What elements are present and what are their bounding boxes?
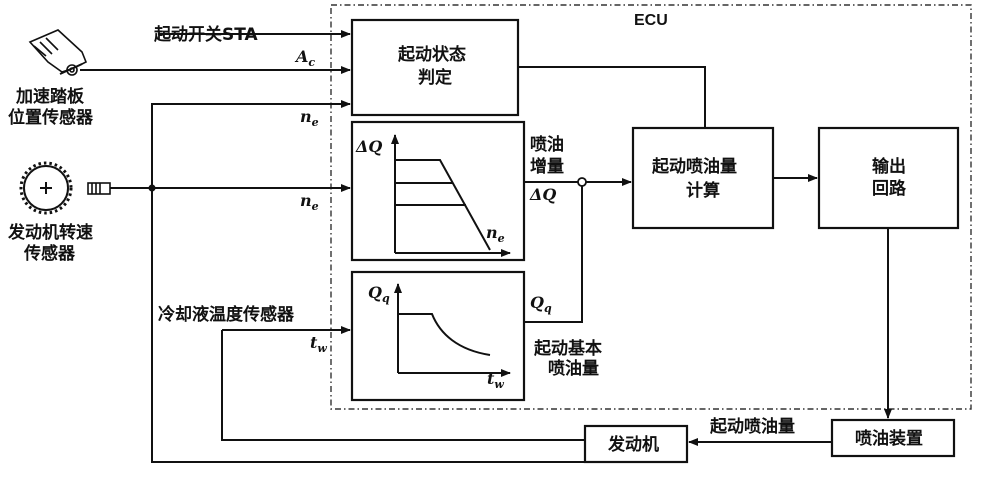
accelerator-pedal-icon <box>28 29 88 76</box>
increment-x-label: ne <box>486 223 505 245</box>
output-circuit-block <box>817 126 960 230</box>
ecu-label: ECU <box>634 12 668 29</box>
speed-feedback-line <box>151 188 585 463</box>
accel-signal-symbol: Ac <box>294 47 315 69</box>
start-injection-label: 起动喷油量 <box>709 416 795 437</box>
start-state-label-2: 判定 <box>418 67 452 88</box>
injection-calc-block <box>631 126 775 230</box>
increment-graph <box>391 134 511 257</box>
ecu-boundary <box>330 4 972 410</box>
speed-branch-to-state <box>151 100 351 188</box>
accel-sensor-label-2: 位置传感器 <box>8 107 94 128</box>
basic-x-label: tw <box>487 369 504 391</box>
output-circuit-label-1: 输出 <box>872 156 906 177</box>
state-to-calc-line <box>518 66 706 128</box>
speed-sensor-wheel-icon <box>19 161 73 215</box>
output-circuit-label-2: 回路 <box>872 178 907 199</box>
basic-caption-1: 起动基本 <box>533 338 602 359</box>
injection-calc-label-1: 起动喷油量 <box>651 156 737 177</box>
speed-sensor-label-1: 发动机转速 <box>7 222 93 243</box>
coolant-signal-symbol: tw <box>310 333 327 355</box>
speed-sensor-probe-icon <box>87 182 111 195</box>
speed-signal-symbol-upper: ne <box>300 107 319 129</box>
start-state-block <box>350 18 520 117</box>
increment-caption-symbol: ΔQ <box>529 185 556 204</box>
speed-sensor-label-2: 传感器 <box>23 243 76 264</box>
basic-caption-2: 喷油量 <box>548 358 599 379</box>
start-state-label-1: 起动状态 <box>397 44 466 65</box>
engine-to-coolant-line <box>221 330 585 441</box>
accel-sensor-label-1: 加速踏板 <box>15 86 85 107</box>
increment-y-label: ΔQ <box>355 137 382 156</box>
basic-to-node <box>524 186 583 323</box>
summing-node <box>577 177 587 187</box>
coolant-sensor-label: 冷却液温度传感器 <box>158 304 295 325</box>
basic-caption-symbol: Qq <box>530 293 552 315</box>
engine-block <box>583 424 689 464</box>
injection-calc-label-2: 计算 <box>686 180 720 201</box>
basic-graph-block <box>350 270 526 402</box>
basic-graph <box>394 283 511 377</box>
increment-caption-1: 喷油 <box>530 134 564 155</box>
injector-block <box>830 418 956 458</box>
injector-label: 喷油装置 <box>855 428 923 449</box>
speed-signal-symbol-lower: ne <box>300 191 319 213</box>
increment-caption-2: 增量 <box>530 156 564 177</box>
engine-label: 发动机 <box>607 434 659 455</box>
basic-y-label: Qq <box>368 283 390 305</box>
increment-graph-block <box>350 120 526 262</box>
